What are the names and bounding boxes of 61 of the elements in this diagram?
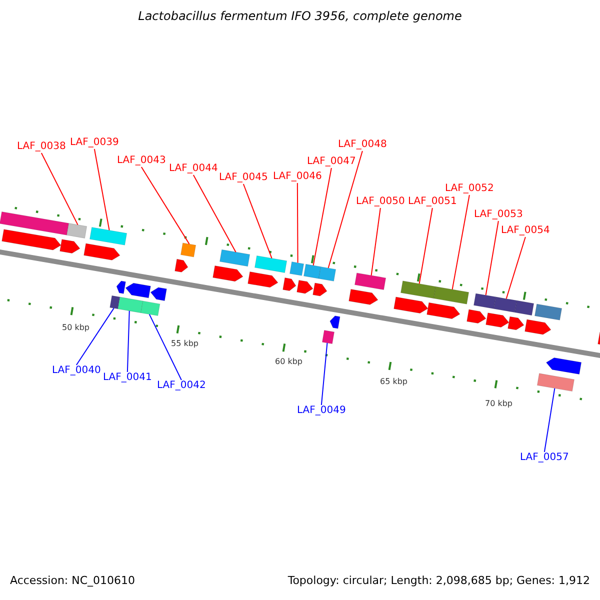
scale-label: 65 kbp (380, 376, 408, 388)
leader-line (126, 310, 130, 372)
gene-bar (180, 242, 196, 258)
leader-line (148, 314, 182, 380)
scale-label: 60 kbp (275, 356, 303, 368)
gene-bar (322, 330, 334, 344)
leader-line (140, 166, 190, 245)
gene-label: LAF_0043 (117, 155, 166, 167)
gene-label: LAF_0044 (169, 163, 218, 175)
leader-line (312, 168, 332, 266)
leader-line (192, 174, 236, 253)
leader-line (94, 148, 110, 231)
gene-bar (536, 373, 574, 392)
gene-label: LAF_0039 (70, 137, 119, 149)
gene-label: LAF_0042 (157, 380, 206, 392)
leader-line (506, 236, 526, 300)
gene-bar (400, 280, 436, 299)
gene-label: LAF_0052 (445, 183, 494, 195)
gene-label: LAF_0047 (307, 156, 356, 168)
gene-bar (90, 227, 128, 246)
gene-label: LAF_0051 (408, 196, 457, 208)
gene-label: LAF_0046 (273, 171, 322, 183)
leader-line (76, 308, 114, 366)
gene-bar (318, 266, 336, 282)
leader-line (296, 182, 298, 264)
gene-label: LAF_0053 (474, 209, 523, 221)
gene-label: LAF_0048 (338, 139, 387, 151)
leader-line (320, 342, 328, 406)
gene-bar (304, 264, 322, 279)
gene-bar (220, 249, 250, 267)
gene-bar (254, 255, 288, 273)
gene-bar (140, 300, 160, 316)
accession-text: Accession: NC_010610 (10, 575, 136, 587)
gene-label: LAF_0038 (17, 141, 66, 153)
gene-label: LAF_0045 (219, 172, 268, 184)
scale-label: 55 kbp (171, 338, 199, 350)
leader-line (328, 150, 363, 269)
leader-line (40, 152, 78, 226)
gene-label: LAF_0057 (520, 452, 569, 464)
gene-bar (66, 223, 88, 238)
gene-bar (290, 262, 304, 276)
gene-bar (474, 293, 496, 309)
gene-label: LAF_0041 (103, 372, 152, 384)
gene-label: LAF_0050 (356, 196, 405, 208)
scale-label: 50 kbp (62, 322, 90, 334)
gene-bar (110, 295, 120, 310)
leader-line (242, 184, 272, 259)
gene-label: LAF_0049 (297, 405, 346, 417)
gene-bar (494, 296, 518, 313)
genome-info-text: Topology: circular; Length: 2,098,685 bp; Genes: 1,912 (288, 575, 590, 587)
scale-label: 70 kbp (485, 398, 513, 410)
title: Lactobacillus fermentum IFO 3956, complete genome (137, 10, 463, 22)
gene-bar (354, 272, 386, 290)
gene-label: LAF_0054 (501, 225, 550, 237)
gene-bar (118, 296, 144, 314)
leader-line (418, 208, 433, 284)
leader-line (485, 220, 499, 296)
leader-line (370, 208, 381, 276)
gene-bar (434, 286, 470, 304)
leader-line (544, 388, 556, 452)
gene-label: LAF_0040 (52, 365, 101, 377)
